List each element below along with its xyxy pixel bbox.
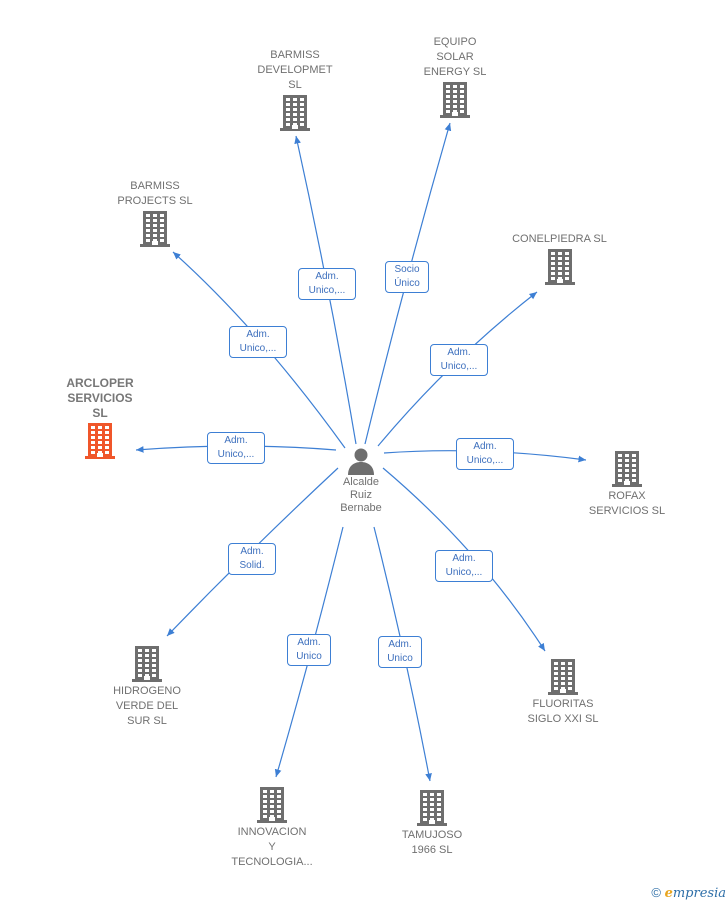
company-label: TAMUJOSO 1966 SL [401, 829, 463, 856]
company-node-rofax[interactable]: ROFAX SERVICIOS SL [572, 449, 682, 519]
company-node-barmiss-projects[interactable]: BARMISS PROJECTS SL [100, 179, 210, 249]
company-label: HIDROGENO VERDE DEL SUR SL [113, 685, 181, 727]
company-label: INNOVACION Y TECNOLOGIA... [231, 826, 313, 868]
building-icon [400, 82, 510, 118]
company-label: FLUORITAS SIGLO XXI SL [527, 698, 599, 725]
company-label: ROFAX SERVICIOS SL [588, 490, 666, 517]
edge-label-barmiss-projects[interactable]: Adm. Unico,... [229, 326, 287, 358]
building-icon [497, 249, 622, 285]
company-node-arcloper[interactable]: ARCLOPER SERVICIOS SL [52, 376, 148, 461]
company-label: ARCLOPER SERVICIOS SL [66, 376, 134, 420]
building-icon [240, 95, 350, 131]
brand-e: e [664, 886, 673, 901]
edge-label-barmiss-developmet[interactable]: Adm. Unico,... [298, 268, 356, 300]
company-node-hidrogeno[interactable]: HIDROGENO VERDE DEL SUR SL [92, 644, 202, 729]
company-node-barmiss-developmet[interactable]: BARMISS DEVELOPMET SL [240, 48, 350, 133]
center-person[interactable]: Alcalde Ruiz Bernabe [325, 446, 397, 515]
building-icon [572, 451, 682, 487]
building-icon [508, 659, 618, 695]
company-label: BARMISS DEVELOPMET SL [257, 49, 333, 91]
edge-label-conelpiedra[interactable]: Adm. Unico,... [430, 344, 488, 376]
company-label: BARMISS PROJECTS SL [117, 180, 193, 207]
building-icon [213, 787, 331, 823]
edge-label-innovacion[interactable]: Adm. Unico [287, 634, 331, 666]
building-icon [100, 211, 210, 247]
company-node-tamujoso[interactable]: TAMUJOSO 1966 SL [377, 788, 487, 858]
edge-label-fluoritas[interactable]: Adm. Unico,... [435, 550, 493, 582]
company-node-equipo-solar[interactable]: EQUIPO SOLAR ENERGY SL [400, 35, 510, 120]
building-icon [377, 790, 487, 826]
center-person-name: Alcalde Ruiz Bernabe [340, 476, 382, 514]
edge-label-tamujoso[interactable]: Adm. Unico [378, 636, 422, 668]
person-icon [348, 448, 374, 475]
company-node-fluoritas[interactable]: FLUORITAS SIGLO XXI SL [508, 657, 618, 727]
company-label: EQUIPO SOLAR ENERGY SL [423, 36, 487, 78]
company-node-conelpiedra[interactable]: CONELPIEDRA SL [497, 232, 622, 287]
building-icon [92, 646, 202, 682]
company-label: CONELPIEDRA SL [512, 233, 607, 245]
empresia-brand[interactable]: © empresia [651, 885, 726, 901]
edge-label-equipo-solar[interactable]: Socio Único [385, 261, 429, 293]
building-icon [52, 423, 148, 459]
edge-label-hidrogeno[interactable]: Adm. Solid. [228, 543, 276, 575]
company-node-innovacion[interactable]: INNOVACION Y TECNOLOGIA... [213, 785, 331, 870]
edge-label-arcloper[interactable]: Adm. Unico,... [207, 432, 265, 464]
brand-name: mpresia [672, 886, 726, 901]
copyright-icon: © [651, 885, 661, 900]
edge-label-rofax[interactable]: Adm. Unico,... [456, 438, 514, 470]
